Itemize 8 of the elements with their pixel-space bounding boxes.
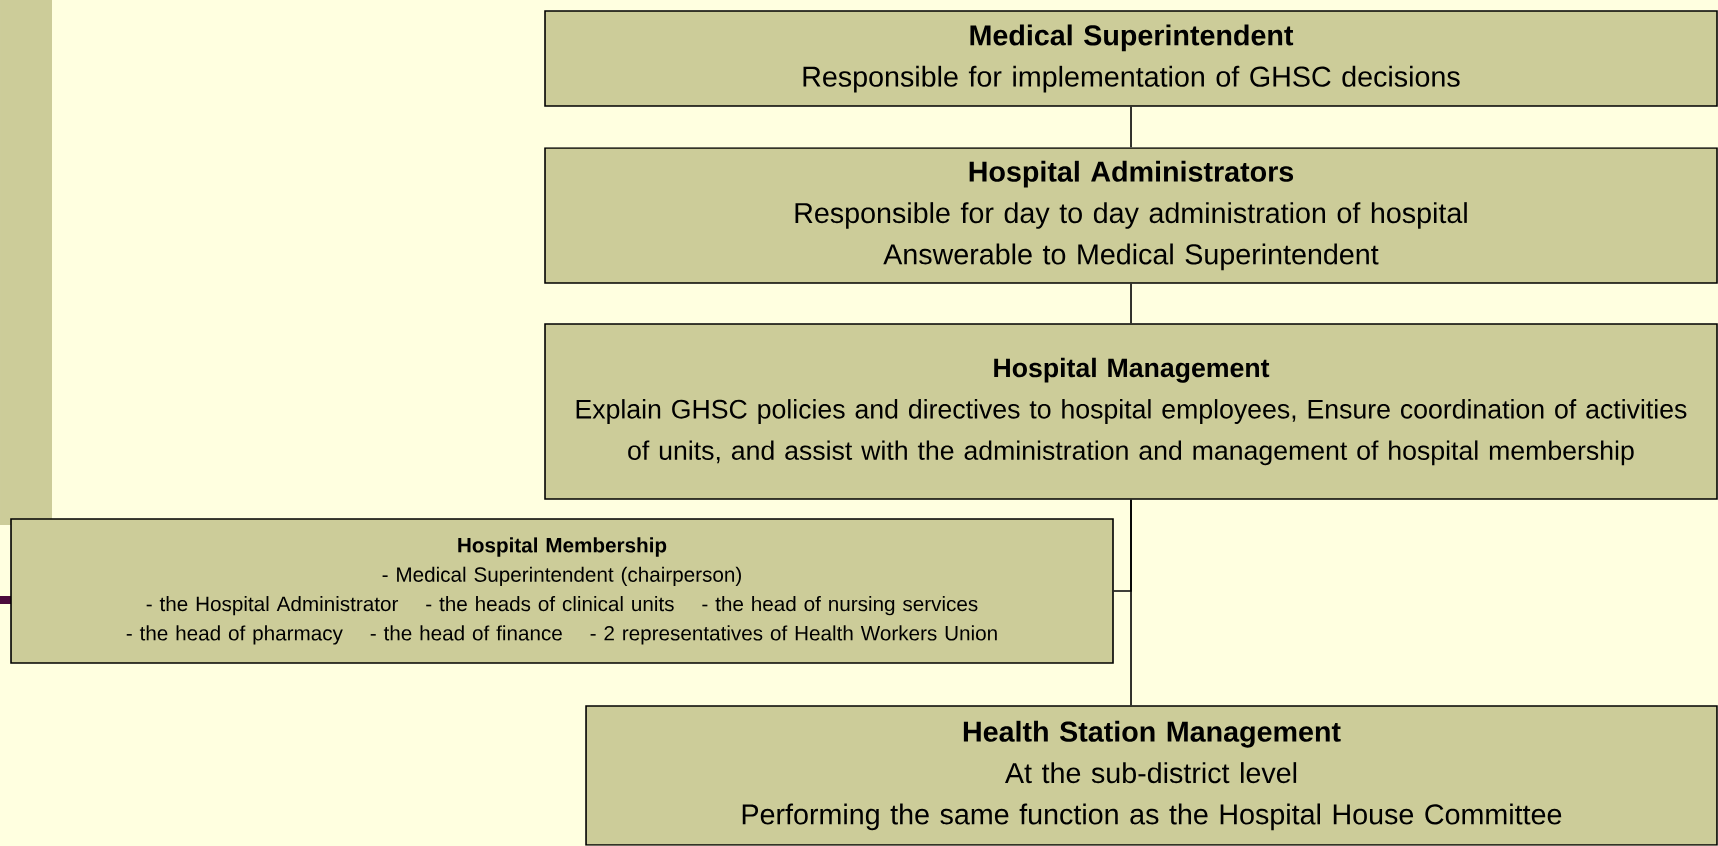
connector-line	[1130, 105, 1132, 149]
connector-line	[1130, 282, 1132, 325]
connector-line	[1130, 498, 1132, 707]
text-box: Hospital Administrators Responsible for day to day administration of hospital Answerable to Medical Superintendent	[544, 147, 1718, 284]
text-box: Hospital Management Explain GHSC policies and directives to hospital employees, Ensure coordination of activities of units, and assist with the administration and management of hospital membership	[544, 323, 1718, 500]
text-box: Medical Superintendent Responsible for implementation of GHSC decisions	[544, 10, 1718, 107]
text-box: Health Station Management At the sub-district level Performing the same function as the Hospital House Committee	[585, 705, 1718, 846]
text-box: Hospital Membership - Medical Superintendent (chairperson) - the Hospital Administrator - the heads of clinical units - the head of nursing services - the head of pharmacy - the head of finance - 2 representatives of Health Workers Union	[10, 518, 1114, 664]
